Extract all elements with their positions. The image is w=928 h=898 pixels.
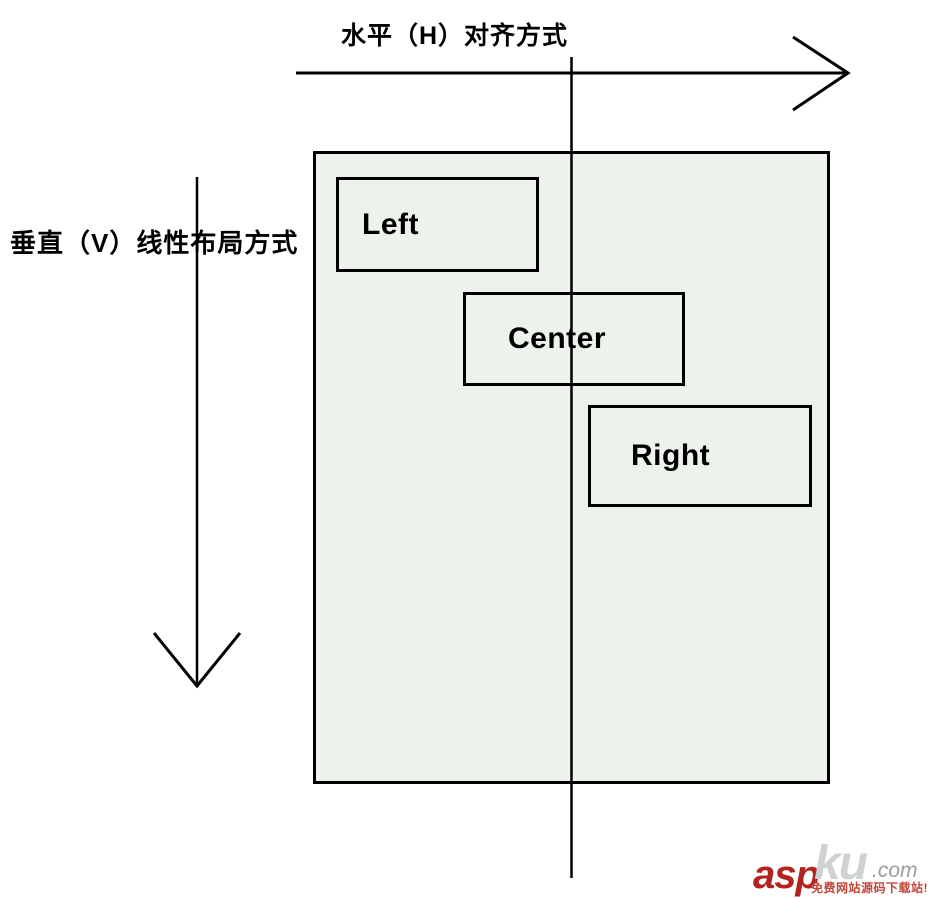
right-arrowhead-icon [792,35,851,112]
down-arrowhead-icon [152,632,242,689]
horizontal-axis-label: 水平（H）对齐方式 [341,22,569,50]
watermark-brand-tld: .com [872,859,918,882]
watermark-brand-ku: ku [814,837,868,890]
vertical-axis-label: 垂直（V）线性布局方式 [10,228,299,258]
center-box-label: Center [508,322,607,355]
watermark-tagline: 免费网站源码下载站! [811,881,928,895]
left-box-label: Left [362,207,419,241]
right-aligned-box: Right [588,405,812,507]
watermark-logo: asp ku .com 免费网站源码下载站! [753,838,928,898]
left-aligned-box: Left [336,177,539,272]
watermark-brand-asp: asp [753,853,820,897]
right-box-label: Right [631,439,711,472]
center-aligned-box: Center [463,292,685,386]
